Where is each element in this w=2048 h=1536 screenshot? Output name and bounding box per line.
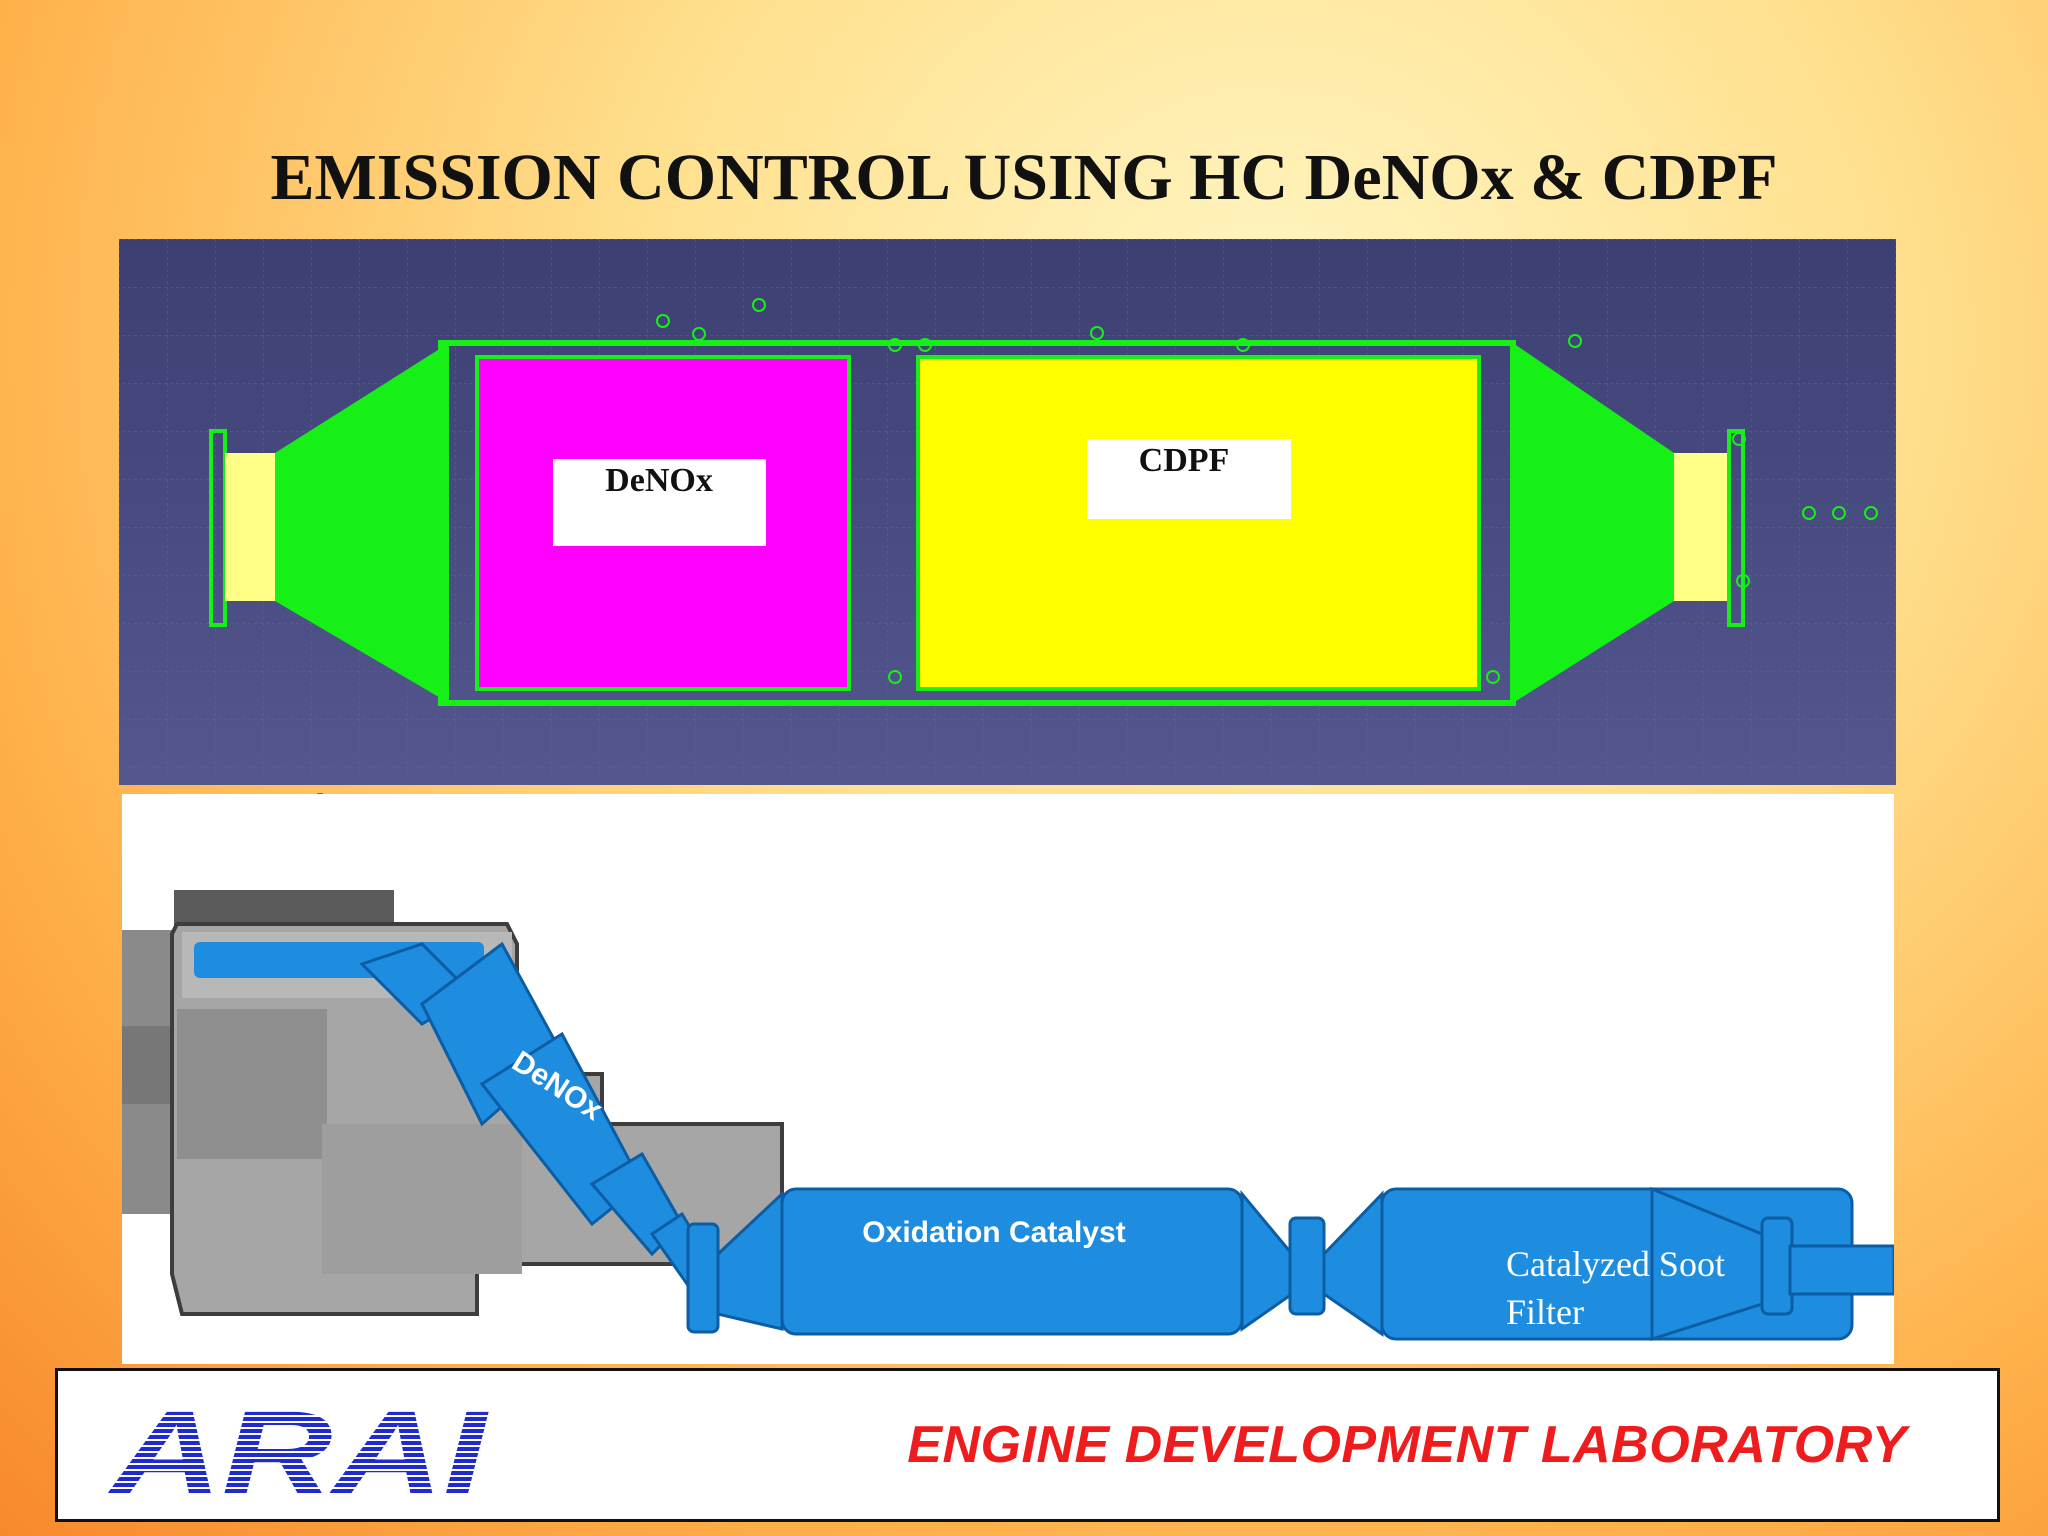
soot-filter-label-line2: Filter	[1506, 1292, 1584, 1332]
footer-bar: ARAI ENGINE DEVELOPMENT LABORATORY	[55, 1368, 2000, 1522]
logo-text: ARAI	[107, 1393, 489, 1503]
denox-unit	[359, 941, 720, 1334]
cdpf-label-box	[1087, 439, 1291, 519]
cad-section-diagram: DeNOx CDPF	[119, 239, 1896, 785]
engine-aftertreatment-diagram: DeNOx Oxidation Catalyst Catalyzed Soot …	[122, 794, 1894, 1364]
soot-filter-label-line1: Catalyzed Soot	[1506, 1244, 1725, 1284]
soot-filter-unit	[1322, 1186, 1894, 1342]
cdpf-label: CDPF	[1139, 442, 1230, 479]
cdpf-brick	[916, 355, 1481, 691]
outlet-port	[1674, 453, 1729, 601]
slide-title: EMISSION CONTROL USING HC DeNOx & CDPF	[270, 141, 1778, 214]
denox-label: DeNOx	[605, 462, 713, 499]
denox-label-box	[553, 459, 766, 546]
lab-name: ENGINE DEVELOPMENT LABORATORY	[907, 1416, 1907, 1474]
oxidation-catalyst-unit	[716, 1187, 1326, 1336]
outlet-cone	[1513, 343, 1674, 703]
cad-constraint-marks	[656, 298, 1878, 684]
oxidation-catalyst-label: Oxidation Catalyst	[862, 1216, 1125, 1249]
inlet-cone	[275, 343, 449, 703]
outlet-flange	[1727, 429, 1745, 627]
inlet-port	[225, 453, 275, 601]
arai-logo: ARAI	[107, 1393, 489, 1503]
